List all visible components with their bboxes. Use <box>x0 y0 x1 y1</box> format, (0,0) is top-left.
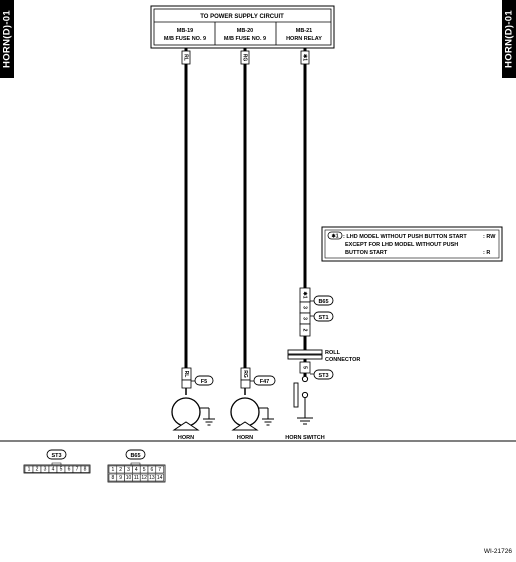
side-tab-left: HORN(D)-01 <box>0 0 14 78</box>
pin-cell <box>155 473 164 482</box>
st1-pin-top: 3 <box>302 317 308 320</box>
horn-1: RL F5 HORN <box>171 367 215 441</box>
wire-1: RL <box>181 48 191 368</box>
st1-label: ST1 <box>318 315 328 321</box>
connector-b65: ✱1 3 B65 <box>299 287 334 314</box>
note-line1-code: : RW <box>483 234 496 240</box>
pin-number: 7 <box>76 467 79 473</box>
pin-number: 8 <box>84 467 87 473</box>
connector-st1: 3 2 ST1 <box>299 311 334 337</box>
horn-switch-symbol: HORN SWITCH <box>285 375 325 441</box>
pin-number: 7 <box>158 467 161 473</box>
power-box-cell1-line1: MB-19 <box>177 28 194 34</box>
f47-wire-code: RG <box>242 370 248 378</box>
pin-number: 5 <box>60 467 63 473</box>
power-supply-box: TO POWER SUPPLY CIRCUIT MB-19 M/B FUSE N… <box>150 5 335 49</box>
power-box-cell1-line2: M/B FUSE NO. 9 <box>164 36 206 42</box>
pin-number: 12 <box>141 475 147 481</box>
pin-number: 4 <box>135 467 138 473</box>
wire3-code-top: ✱1 <box>302 54 308 61</box>
note-line3: BUTTON START <box>345 250 388 256</box>
legend-st3-label: ST3 <box>51 453 61 459</box>
pin-number: 14 <box>157 475 163 481</box>
roll-connector-line2: CONNECTOR <box>325 357 360 363</box>
pin-number: 8 <box>112 475 115 481</box>
pin-number: 10 <box>126 475 132 481</box>
f47-label: F47 <box>260 379 269 385</box>
b65-pin-bottom: 3 <box>302 306 308 309</box>
pin-number: 5 <box>143 467 146 473</box>
figure-id: WI-21726 <box>484 548 513 555</box>
f5-label: F5 <box>201 379 207 385</box>
horn2-label: HORN <box>237 435 253 441</box>
power-box-cell3-line2: HORN RELAY <box>286 36 322 42</box>
roll-connector-line1: ROLL <box>325 350 341 356</box>
wire-2: RG <box>240 48 250 368</box>
pin-number: 2 <box>119 467 122 473</box>
pin-number: 3 <box>44 467 47 473</box>
legend-b65-label: B65 <box>130 453 140 459</box>
power-box-cell3-line1: MB-21 <box>296 28 313 34</box>
st3-label: ST3 <box>318 373 328 379</box>
pin-number: 1 <box>28 467 31 473</box>
pin-number: 6 <box>68 467 71 473</box>
wire1-code-top: RL <box>183 54 189 61</box>
pin-number: 13 <box>149 475 155 481</box>
pin-number: 11 <box>134 475 139 481</box>
wire2-code-top: RG <box>242 54 248 62</box>
note-line2: EXCEPT FOR LHD MODEL WITHOUT PUSH <box>345 242 458 248</box>
b65-pin-top: ✱1 <box>302 292 308 299</box>
note-box: ✱1 : LHD MODEL WITHOUT PUSH BUTTON START… <box>321 226 503 262</box>
pin-cell <box>155 465 164 474</box>
horn-switch-label: HORN SWITCH <box>285 435 324 441</box>
st3-pin: 5 <box>302 366 308 369</box>
horn-2: RG F47 HORN <box>230 367 276 441</box>
b65-label: B65 <box>318 299 328 305</box>
pin-number: 2 <box>36 467 39 473</box>
note-line1: : LHD MODEL WITHOUT PUSH BUTTON START <box>343 234 467 240</box>
note-tag: ✱1 <box>332 234 339 240</box>
pin-number: 6 <box>151 467 154 473</box>
roll-connector: ROLL CONNECTOR <box>287 349 360 363</box>
pin-cell <box>80 465 90 473</box>
note-line3-code: : R <box>483 250 490 256</box>
power-box-cell2-line1: MB-20 <box>237 28 254 34</box>
pin-number: 1 <box>112 467 115 473</box>
horn1-label: HORN <box>178 435 194 441</box>
side-tab-right: HORN(D)-01 <box>502 0 516 78</box>
connector-st3: 5 ST3 <box>299 359 334 380</box>
st1-pin-bottom: 2 <box>302 329 308 332</box>
power-box-cell2-line2: M/B FUSE NO. 9 <box>224 36 266 42</box>
pin-number: 9 <box>119 475 122 481</box>
power-box-title: TO POWER SUPPLY CIRCUIT <box>200 14 284 20</box>
pin-number: 3 <box>127 467 130 473</box>
f5-wire-code: RL <box>183 371 189 378</box>
pin-number: 4 <box>52 467 55 473</box>
wire-3: ✱1 <box>300 48 310 350</box>
